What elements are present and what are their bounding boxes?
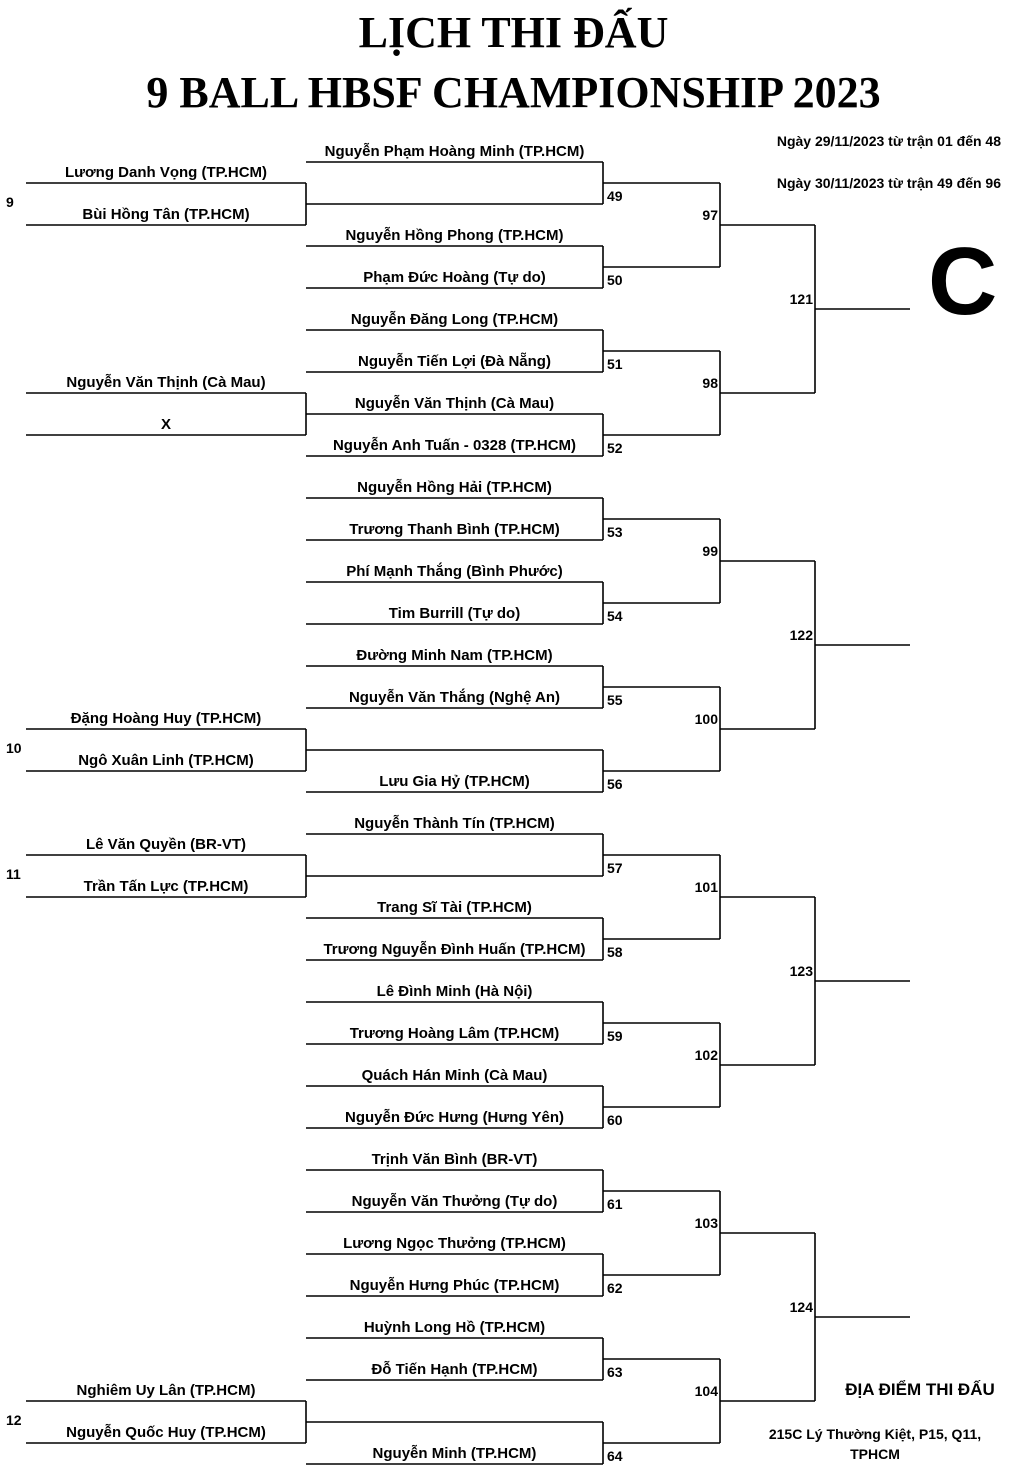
player-name: Trang Sĩ Tài (TP.HCM) [377,899,532,916]
match-number: 122 [789,627,813,643]
player-name: Nguyễn Thành Tín (TP.HCM) [354,815,555,832]
player-name: Nguyễn Hồng Phong (TP.HCM) [345,227,564,244]
match-number: 50 [607,272,623,288]
player-name: Nguyễn Anh Tuấn - 0328 (TP.HCM) [332,437,577,454]
player-name: Phạm Đức Hoàng (Tự do) [363,269,546,286]
match-number: 60 [607,1112,623,1128]
match-number: 9 [6,194,14,210]
match-number: 54 [607,608,623,624]
player-name: Đặng Hoàng Huy (TP.HCM) [70,710,262,727]
match-number: 11 [6,866,21,882]
player-name: Nguyễn Văn Thưởng (Tự do) [351,1193,558,1210]
player-name: Nguyễn Đăng Long (TP.HCM) [350,311,559,328]
match-number: 58 [607,944,623,960]
player-name: Trương Hoàng Lâm (TP.HCM) [349,1025,560,1042]
match-number: 101 [694,879,718,895]
match-number: 55 [607,692,623,708]
player-name: Nguyễn Đức Hưng (Hưng Yên) [345,1109,564,1126]
player-name: Bùi Hồng Tân (TP.HCM) [82,206,250,223]
player-name: Nghiêm Uy Lân (TP.HCM) [76,1382,256,1399]
venue-address: 215C Lý Thường Kiệt, P15, Q11, TPHCM [740,1424,1010,1464]
match-number: 12 [6,1412,22,1428]
player-name: Trịnh Văn Bình (BR-VT) [371,1151,538,1168]
match-number: 123 [789,963,813,979]
match-number: 49 [607,188,623,204]
match-number: 56 [607,776,623,792]
match-number: 53 [607,524,623,540]
match-number: 59 [607,1028,623,1044]
match-number: 124 [789,1299,813,1315]
player-name: Lưu Gia Hỷ (TP.HCM) [379,773,530,790]
match-number: 57 [607,860,623,876]
player-name: Nguyễn Văn Thịnh (Cà Mau) [66,374,266,391]
player-name: Trần Tấn Lực (TP.HCM) [83,878,249,895]
player-name: X [160,416,171,433]
venue-heading: ĐỊA ĐIỂM THI ĐẤU [845,1380,995,1399]
match-number: 62 [607,1280,623,1296]
page-subtitle: 9 BALL HBSF CHAMPIONSHIP 2023 [146,68,881,117]
match-number: 100 [694,711,718,727]
match-number: 63 [607,1364,623,1380]
match-number: 98 [702,375,718,391]
player-name: Nguyễn Quốc Huy (TP.HCM) [66,1424,266,1441]
player-name: Huỳnh Long Hồ (TP.HCM) [363,1319,546,1336]
player-name: Nguyễn Văn Thắng (Nghệ An) [348,689,561,706]
player-name: Nguyễn Hồng Hải (TP.HCM) [357,479,552,496]
match-number: 99 [702,543,718,559]
player-name: Lương Ngọc Thưởng (TP.HCM) [343,1235,566,1252]
group-letter: C [928,228,998,335]
player-name: Nguyễn Hưng Phúc (TP.HCM) [349,1277,560,1294]
player-name: Đỗ Tiến Hạnh (TP.HCM) [371,1361,538,1378]
match-number: 52 [607,440,623,456]
player-name: Quách Hán Minh (Cà Mau) [361,1067,548,1084]
match-number: 102 [694,1047,718,1063]
player-name: Lê Đình Minh (Hà Nội) [376,983,533,1000]
venue-address-line-1: 215C Lý Thường Kiệt, P15, Q11, [768,1426,982,1442]
venue-address-line-2: TPHCM [850,1446,900,1462]
player-name: Phí Mạnh Thắng (Bình Phước) [346,563,563,580]
schedule-day-1: Ngày 29/11/2023 từ trận 01 đến 48 [776,133,1001,149]
match-number: 51 [607,356,623,372]
match-number: 97 [702,207,718,223]
player-name: Trương Thanh Bình (TP.HCM) [349,521,560,538]
player-name: Trương Nguyễn Đình Huấn (TP.HCM) [323,941,586,958]
player-name: Lê Văn Quyền (BR-VT) [85,836,246,853]
player-name: Nguyễn Minh (TP.HCM) [372,1445,537,1462]
match-number: 121 [789,291,813,307]
player-name: Lương Danh Vọng (TP.HCM) [64,164,268,181]
match-number: 104 [694,1383,718,1399]
player-name: Tim Burrill (Tự do) [388,605,521,622]
match-number: 10 [6,740,22,756]
match-number: 64 [607,1448,623,1464]
match-number: 103 [694,1215,718,1231]
match-number: 61 [607,1196,623,1212]
player-name: Nguyễn Phạm Hoàng Minh (TP.HCM) [324,143,585,160]
player-name: Đường Minh Nam (TP.HCM) [356,647,553,664]
player-name: Nguyễn Tiến Lợi (Đà Nẵng) [358,353,551,370]
player-name: Nguyễn Văn Thịnh (Cà Mau) [354,395,555,412]
player-name: Ngô Xuân Linh (TP.HCM) [78,752,254,769]
schedule-day-2: Ngày 30/11/2023 từ trận 49 đến 96 [776,175,1001,191]
page-title: LỊCH THI ĐẤU [358,8,669,57]
